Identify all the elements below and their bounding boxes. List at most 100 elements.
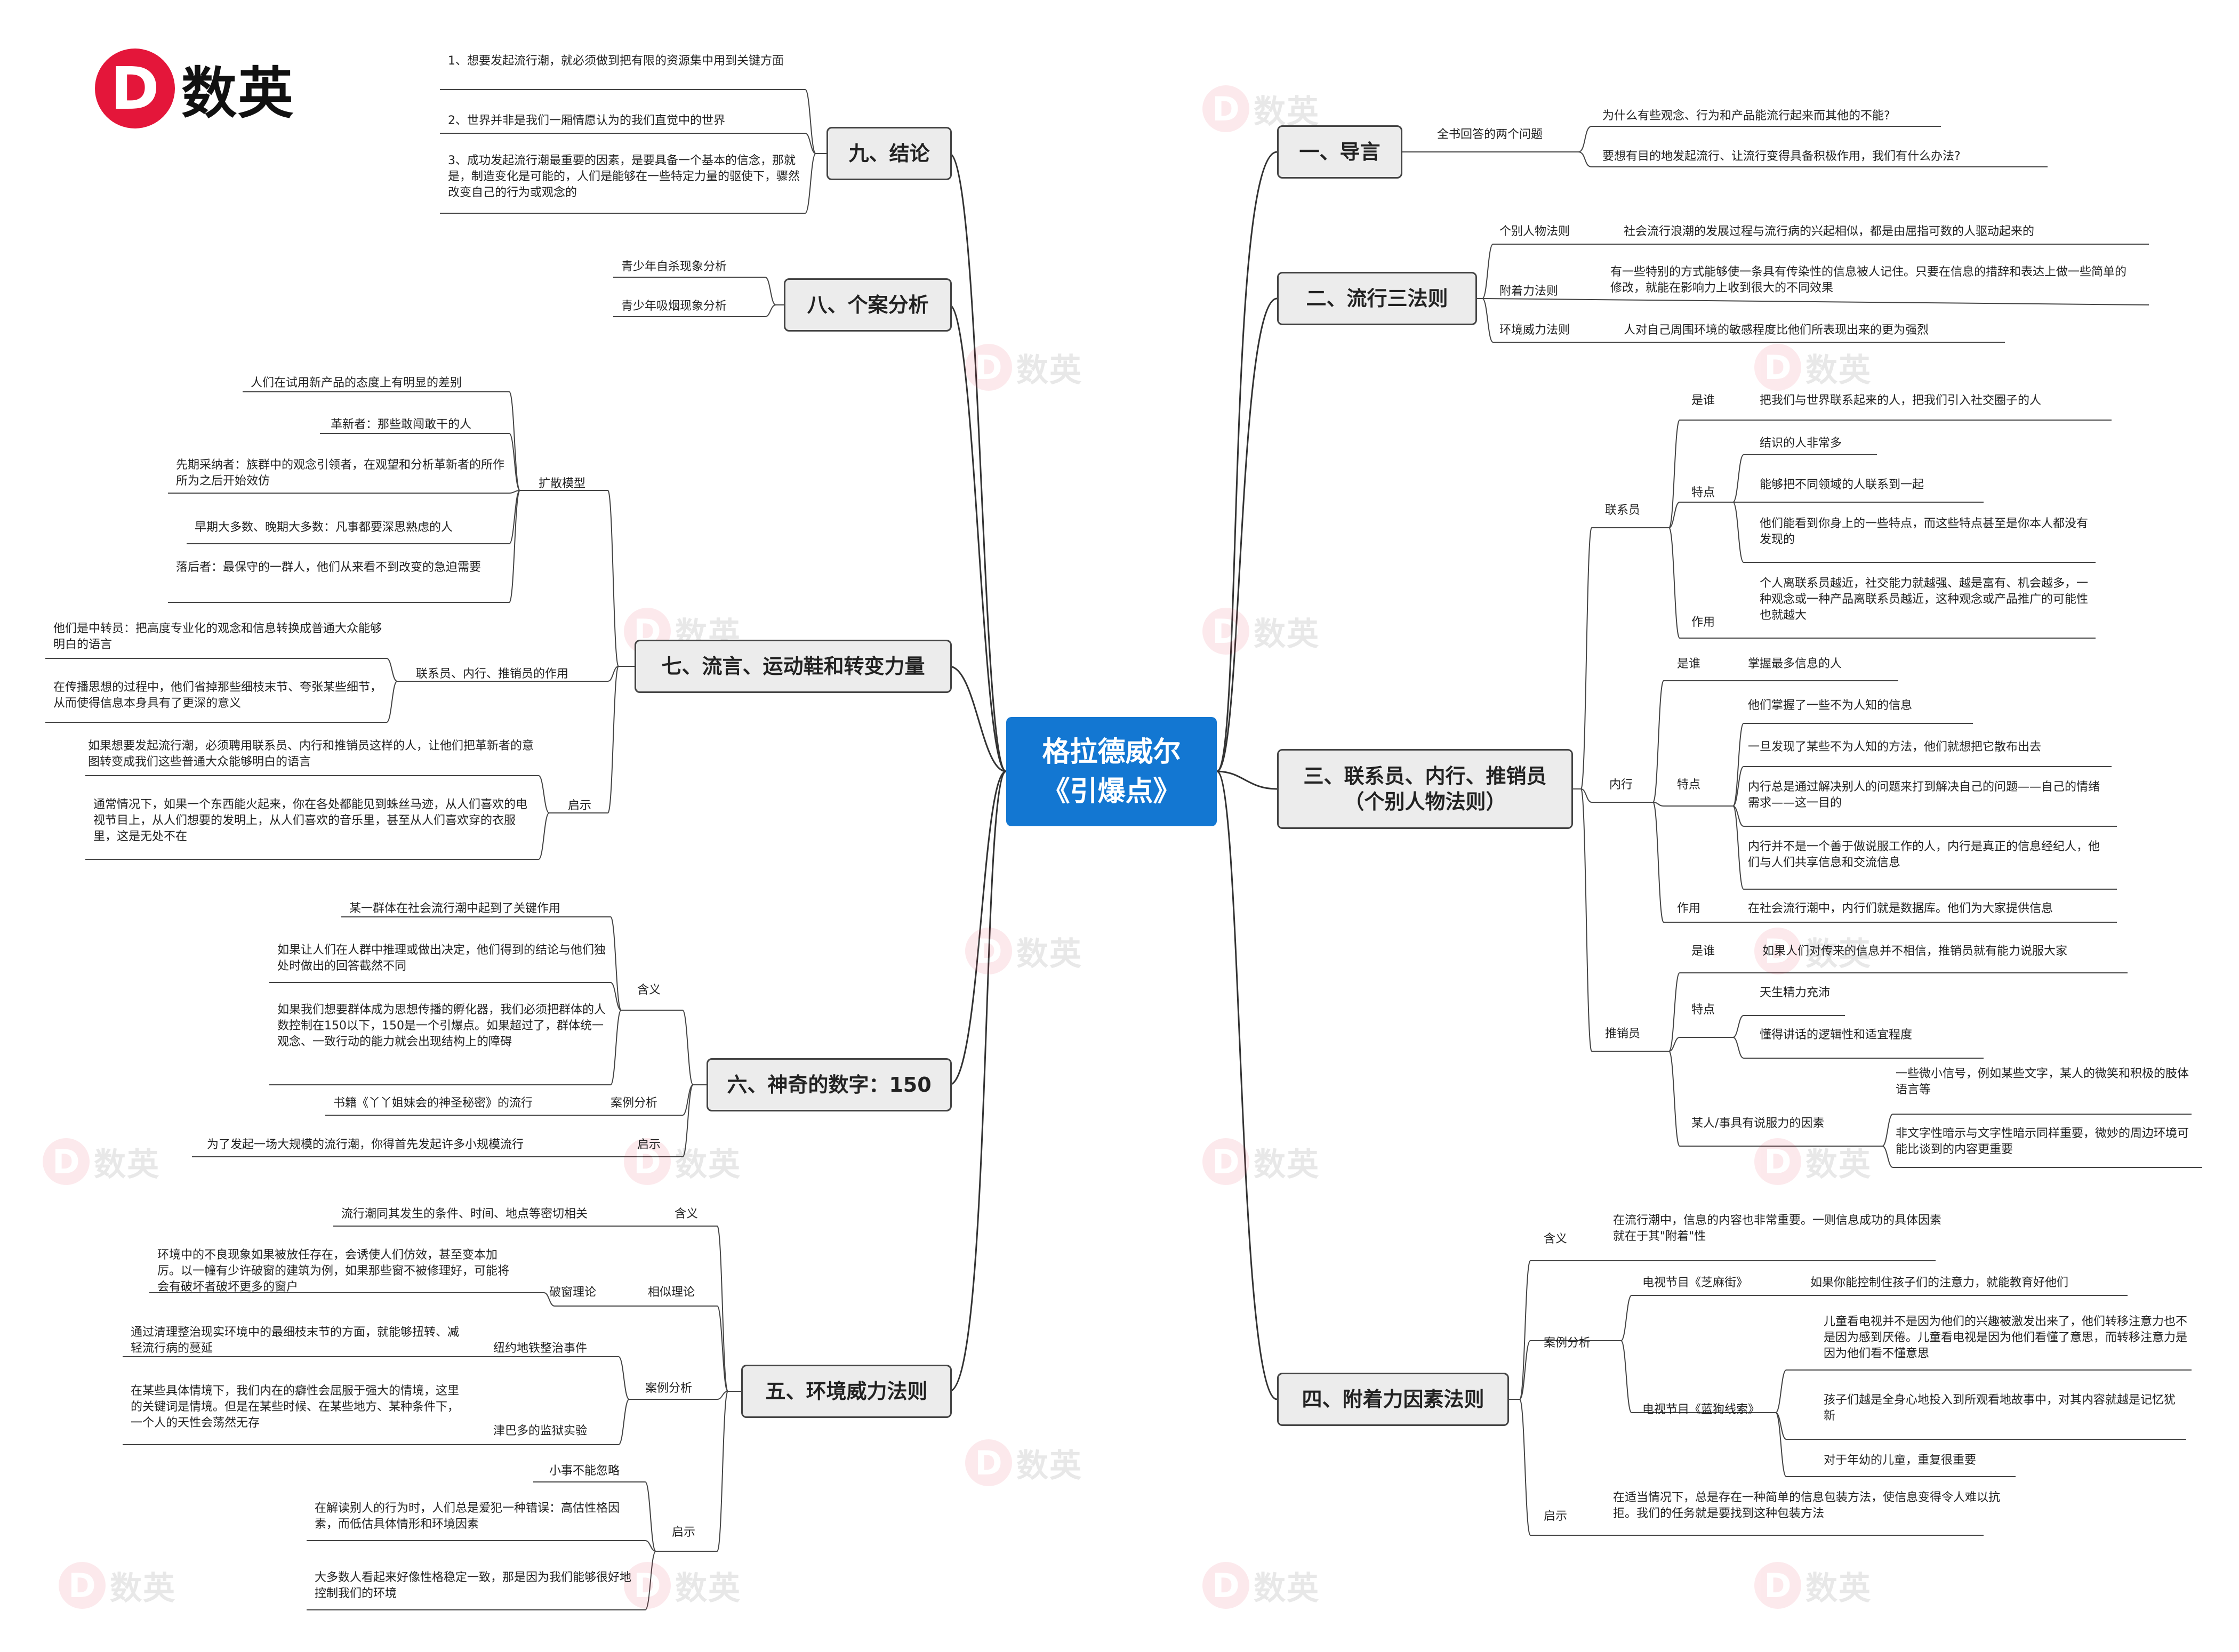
conclusion-1: 1、想要发起流行潮，就必须做到把有限的资源集中用到关键方面 bbox=[448, 54, 784, 68]
branch-power-of-context[interactable]: 五、环境威力法则 bbox=[741, 1365, 952, 1418]
diffusion-3: 先期采纳者：族群中的观念引领者，在观望和分析革新者的所作所为之后开始效仿 bbox=[176, 458, 505, 488]
branch-case-studies[interactable]: 八、个案分析 bbox=[784, 278, 952, 332]
diffusion-4: 早期大多数、晚期大多数：凡事都要深思熟虑的人 bbox=[195, 521, 453, 534]
salesman-persuade-1: 一些微小信号，例如某些文字，某人的微笑和积极的肢体语言等 bbox=[1896, 1067, 2189, 1097]
salesman-persuade-2: 非文字性暗示与文字性暗示同样重要，微妙的周边环境可能比谈到的内容更重要 bbox=[1896, 1127, 2189, 1156]
connector-effect: 作用 bbox=[1691, 616, 1715, 629]
connector-who: 是谁 bbox=[1691, 394, 1715, 407]
connector-traits: 特点 bbox=[1691, 486, 1715, 499]
rumors-insight: 启示 bbox=[568, 799, 592, 812]
maven-who: 是谁 bbox=[1677, 657, 1701, 671]
context-insight: 启示 bbox=[672, 1526, 696, 1539]
magic-case-desc: 书籍《丫丫姐妹会的神圣秘密》的流行 bbox=[333, 1097, 533, 1110]
branch-law-of-few-title: 三、联系员、内行、推销员 bbox=[1303, 764, 1547, 788]
case-teen-suicide: 青少年自杀现象分析 bbox=[621, 260, 727, 273]
maven-effect: 作用 bbox=[1677, 902, 1701, 915]
roles-2: 在传播思想的过程中，他们省掉那些细枝末节、夸张某些细节，从而使得信息本身具有了更… bbox=[53, 681, 382, 710]
case-blues-clues: 电视节目《蓝狗线索》 bbox=[1642, 1403, 1760, 1416]
roles-of-three: 联系员、内行、推销员的作用 bbox=[416, 667, 569, 681]
salesman-persuade: 某人/事具有说服力的因素 bbox=[1691, 1117, 1825, 1130]
context-subway-desc: 通过清理整治现实环境中的最细枝末节的方面，就能够扭转、减轻流行病的蔓延 bbox=[131, 1326, 460, 1355]
context-insight-1: 小事不能忽略 bbox=[549, 1464, 620, 1478]
branch-law-of-few-subtitle: （个别人物法则） bbox=[1344, 790, 1506, 813]
context-broken-window-desc: 环境中的不良现象如果被放任存在，会诱使人们仿效，甚至变本加厉。以一幢有少许破窗的… bbox=[157, 1248, 510, 1294]
central-topic-line2: 《引爆点》 bbox=[1042, 775, 1181, 808]
magic-meaning-1: 某一群体在社会流行潮中起到了关键作用 bbox=[349, 902, 561, 915]
context-meaning-desc: 流行潮同其发生的条件、时间、地点等密切相关 bbox=[341, 1207, 588, 1221]
salesman-trait-1: 天生精力充沛 bbox=[1760, 986, 1831, 1000]
brand-logo: D 数英 bbox=[95, 48, 294, 128]
connector-label: 联系员 bbox=[1605, 504, 1641, 517]
context-broken-window: 破窗理论 bbox=[549, 1286, 597, 1299]
maven-trait-3: 内行总是通过解决别人的问题来打到解决自己的问题——自己的情绪需求——这一目的 bbox=[1748, 780, 2100, 810]
context-prison: 津巴多的监狱实验 bbox=[493, 1424, 588, 1438]
brand-mark: D bbox=[95, 48, 175, 128]
salesman-label: 推销员 bbox=[1605, 1027, 1641, 1041]
diffusion-model: 扩散模型 bbox=[539, 477, 586, 490]
maven-trait-1: 他们掌握了一些不为人知的信息 bbox=[1748, 699, 1913, 712]
context-insight-3: 大多数人看起来好像性格稳定一致，那是因为我们能够很好地控制我们的环境 bbox=[315, 1571, 632, 1600]
branch-three-rules[interactable]: 二、流行三法则 bbox=[1277, 272, 1477, 325]
conclusion-2: 2、世界并非是我们一厢情愿认为的我们直觉中的世界 bbox=[448, 114, 725, 127]
connector-who-desc: 把我们与世界联系起来的人，把我们引入社交圈子的人 bbox=[1760, 394, 2042, 407]
connector-trait-3: 他们能看到你身上的一些特点，而这些特点甚至是你本人都没有发现的 bbox=[1760, 517, 2089, 546]
branch-stickiness[interactable]: 四、附着力因素法则 bbox=[1277, 1373, 1509, 1426]
branch-conclusion[interactable]: 九、结论 bbox=[826, 127, 952, 180]
rule-sticky-label: 附着力法则 bbox=[1499, 285, 1559, 298]
maven-trait-4: 内行并不是一个善于做说服工作的人，内行是真正的信息经纪人，他们与人们共享信息和交… bbox=[1748, 840, 2100, 869]
stickiness-cases: 案例分析 bbox=[1544, 1336, 1591, 1350]
case-sesame-street: 电视节目《芝麻街》 bbox=[1642, 1276, 1748, 1290]
case-blues-clues-desc-2: 孩子们越是全身心地投入到所观看地故事中，对其内容就越是记忆犹新 bbox=[1824, 1393, 2176, 1423]
rule-few-desc: 社会流行浪潮的发展过程与流行病的兴起相似，都是由屈指可数的人驱动起来的 bbox=[1624, 225, 2035, 238]
maven-effect-desc: 在社会流行潮中，内行们就是数据库。他们为大家提供信息 bbox=[1748, 902, 2053, 915]
case-blues-clues-desc-3: 对于年幼的儿童，重复很重要 bbox=[1824, 1454, 1977, 1467]
magic-meaning-3: 如果我们想要群体成为思想传播的孵化器，我们必须把群体的人数控制在150以下，15… bbox=[277, 1003, 606, 1049]
branch-rumors-sneakers[interactable]: 七、流言、运动鞋和转变力量 bbox=[635, 640, 952, 693]
magic-insight: 启示 bbox=[637, 1138, 661, 1151]
context-cases: 案例分析 bbox=[645, 1382, 693, 1395]
context-meaning: 含义 bbox=[675, 1207, 699, 1221]
salesman-traits: 特点 bbox=[1691, 1003, 1715, 1017]
node-question-1: 为什么有些观念、行为和产品能流行起来而其他的不能? bbox=[1602, 109, 1890, 123]
maven-trait-2: 一旦发现了某些不为人知的方法，他们就想把它散布出去 bbox=[1748, 740, 2042, 754]
connector-trait-2: 能够把不同领域的人联系到一起 bbox=[1760, 478, 1924, 491]
rule-sticky-desc: 有一些特别的方式能够使一条具有传染性的信息被人记住。只要在信息的措辞和表达上做一… bbox=[1610, 265, 2127, 295]
rule-context-desc: 人对自己周围环境的敏感程度比他们所表现出来的更为强烈 bbox=[1624, 324, 1929, 337]
maven-label: 内行 bbox=[1609, 778, 1633, 792]
rule-few-label: 个别人物法则 bbox=[1499, 225, 1570, 238]
brand-name: 数英 bbox=[181, 61, 295, 126]
branch-introduction[interactable]: 一、导言 bbox=[1277, 125, 1402, 179]
rumors-insight-2: 通常情况下，如果一个东西能火起来，你在各处都能见到蛛丝马迹，从人们喜欢的电视节目… bbox=[93, 798, 528, 843]
connector-effect-desc: 个人离联系员越近，社交能力就越强、越是富有、机会越多，一种观念或一种产品离联系员… bbox=[1760, 577, 2089, 622]
central-topic[interactable]: 格拉德威尔 《引爆点》 bbox=[1006, 717, 1217, 826]
branch-magic-number[interactable]: 六、神奇的数字：150 bbox=[707, 1058, 952, 1111]
rule-context-label: 环境威力法则 bbox=[1499, 324, 1570, 337]
branch-law-of-few[interactable]: 三、联系员、内行、推销员 （个别人物法则） bbox=[1277, 749, 1573, 829]
connector-trait-1: 结识的人非常多 bbox=[1760, 437, 1842, 450]
case-sesame-street-desc: 如果你能控制住孩子们的注意力，就能教育好他们 bbox=[1810, 1276, 2069, 1290]
diffusion-2: 革新者：那些敢闯敢干的人 bbox=[331, 418, 472, 431]
diffusion-1: 人们在试用新产品的态度上有明显的差别 bbox=[251, 376, 462, 390]
stickiness-meaning-desc: 在流行潮中，信息的内容也非常重要。一则信息成功的具体因素就在于其"附着"性 bbox=[1613, 1214, 1942, 1243]
diffusion-5: 落后者：最保守的一群人，他们从来看不到改变的急迫需要 bbox=[176, 561, 481, 574]
node-two-questions: 全书回答的两个问题 bbox=[1437, 128, 1543, 141]
maven-who-desc: 掌握最多信息的人 bbox=[1748, 657, 1842, 671]
roles-1: 他们是中转员：把高度专业化的观念和信息转换成普通大众能够明白的语言 bbox=[53, 622, 382, 651]
context-subway: 纽约地铁整治事件 bbox=[493, 1342, 588, 1355]
salesman-who-desc: 如果人们对传来的信息并不相信，推销员就有能力说服大家 bbox=[1762, 945, 2068, 958]
node-question-2: 要想有目的地发起流行、让流行变得具备积极作用，我们有什么办法? bbox=[1602, 150, 1961, 163]
salesman-trait-2: 懂得讲话的逻辑性和适宜程度 bbox=[1760, 1028, 1913, 1042]
